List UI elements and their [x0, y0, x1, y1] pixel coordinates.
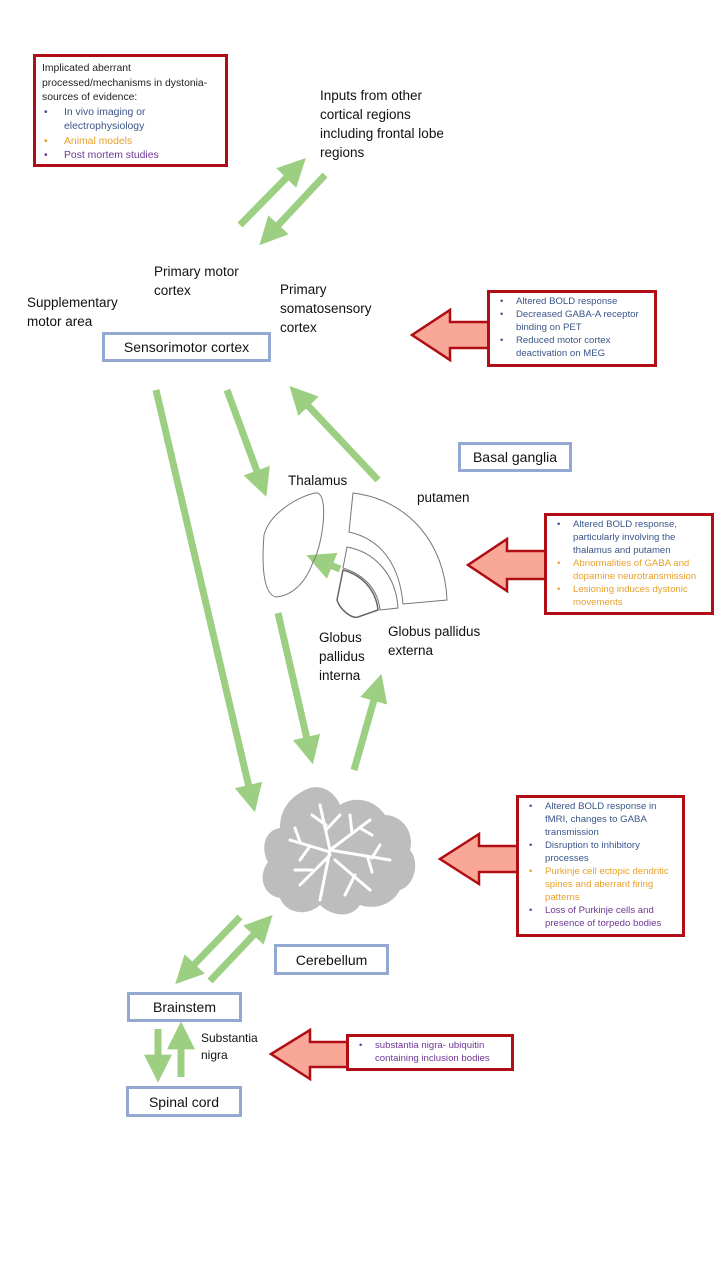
node-basal-ganglia: Basal ganglia — [458, 442, 572, 472]
primary-motor-cortex-label: Primary motor cortex — [154, 264, 239, 298]
node-cerebellum: Cerebellum — [274, 944, 389, 975]
node-spinal-cord: Spinal cord — [126, 1086, 242, 1117]
legend-item-animal: Animal models — [42, 135, 219, 150]
evidence-item: Abnormalities of GABA and dopamine neuro… — [551, 557, 705, 583]
legend-box: Implicated aberrant processed/mechanisms… — [33, 54, 228, 167]
arrow-basal-ganglia-to-cortex — [289, 385, 381, 483]
globus-pallidus-interna-label: Globus pallidus interna — [319, 630, 365, 683]
arrow-thalamus-to-cerebellum — [274, 612, 321, 765]
putamen-label: putamen — [417, 490, 470, 505]
node-sensorimotor-cortex-label: Sensorimotor cortex — [123, 339, 250, 355]
arrow-cortex-to-cerebellum — [152, 389, 263, 813]
globus-pallidus-externa-shape — [342, 546, 399, 611]
supplementary-motor-area-label: Supplementary motor area — [27, 295, 118, 329]
inputs-label: Inputs from other cortical regions inclu… — [320, 88, 444, 160]
evidence-item: substantia nigra- ubiquitin containing i… — [353, 1039, 505, 1065]
evidence-box-cerebellum: Altered BOLD response in fMRI, changes t… — [516, 795, 685, 937]
evidence-box-basal-ganglia: Altered BOLD response, particularly invo… — [544, 513, 714, 615]
arrow-gpi-to-thalamus — [306, 552, 342, 579]
evidence-item: Disruption to inhibitory processes — [523, 839, 676, 865]
node-brainstem-label: Brainstem — [152, 999, 217, 1015]
thalamus-shape — [262, 492, 325, 598]
primary-somatosensory-cortex-label: Primary somatosensory cortex — [280, 282, 372, 335]
evidence-item: Altered BOLD response in fMRI, changes t… — [523, 800, 676, 839]
arrow-from-inputs — [259, 172, 328, 246]
node-brainstem: Brainstem — [127, 992, 242, 1022]
substantia-nigra-label: Substantia nigra — [201, 1031, 258, 1062]
evidence-box-substantia-nigra: substantia nigra- ubiquitin containing i… — [346, 1034, 514, 1071]
globus-pallidus-externa-label: Globus pallidus externa — [388, 624, 481, 658]
arrow-to-inputs — [237, 158, 306, 228]
evidence-item: Decreased GABA-A receptor binding on PET — [494, 308, 648, 334]
node-basal-ganglia-label: Basal ganglia — [472, 449, 558, 465]
evidence-item: Reduced motor cortex deactivation on MEG — [494, 334, 648, 360]
evidence-item: Lesioning induces dystonic movements — [551, 583, 705, 609]
node-spinal-cord-label: Spinal cord — [148, 1093, 220, 1110]
node-cerebellum-label: Cerebellum — [295, 951, 368, 968]
legend-title: Implicated aberrant processed/mechanisms… — [42, 63, 208, 103]
evidence-item: Loss of Purkinje cells and presence of t… — [523, 904, 676, 930]
evidence-arrow-substantia-nigra — [268, 1027, 350, 1082]
evidence-item: Purkinje cell ectopic dendritic spines a… — [523, 865, 676, 904]
evidence-item: Altered BOLD response — [494, 295, 648, 308]
evidence-item: Altered BOLD response, particularly invo… — [551, 518, 705, 557]
evidence-arrow-cerebellum — [437, 831, 520, 887]
evidence-box-cortex: Altered BOLD response Decreased GABA-A r… — [487, 290, 657, 367]
arrow-cerebellum-to-basal-ganglia — [350, 673, 388, 771]
arrow-brainstem-to-cerebellum — [207, 914, 273, 984]
arrow-cortex-to-thalamus — [223, 388, 270, 497]
evidence-arrow-cortex — [409, 307, 492, 363]
legend-item-imaging: In vivo imaging or electrophysiology — [42, 106, 219, 135]
putamen-shape — [348, 492, 448, 605]
thalamus-label: Thalamus — [288, 473, 348, 488]
legend-item-postmortem: Post mortem studies — [42, 149, 219, 164]
globus-pallidus-interna-shape — [336, 569, 379, 619]
cerebellum-image — [262, 787, 416, 915]
arrow-cerebellum-to-brainstem — [175, 914, 243, 985]
evidence-arrow-basal-ganglia — [465, 536, 549, 594]
node-sensorimotor-cortex: Sensorimotor cortex — [102, 332, 271, 362]
legend-list: In vivo imaging or electrophysiology Ani… — [42, 106, 219, 164]
